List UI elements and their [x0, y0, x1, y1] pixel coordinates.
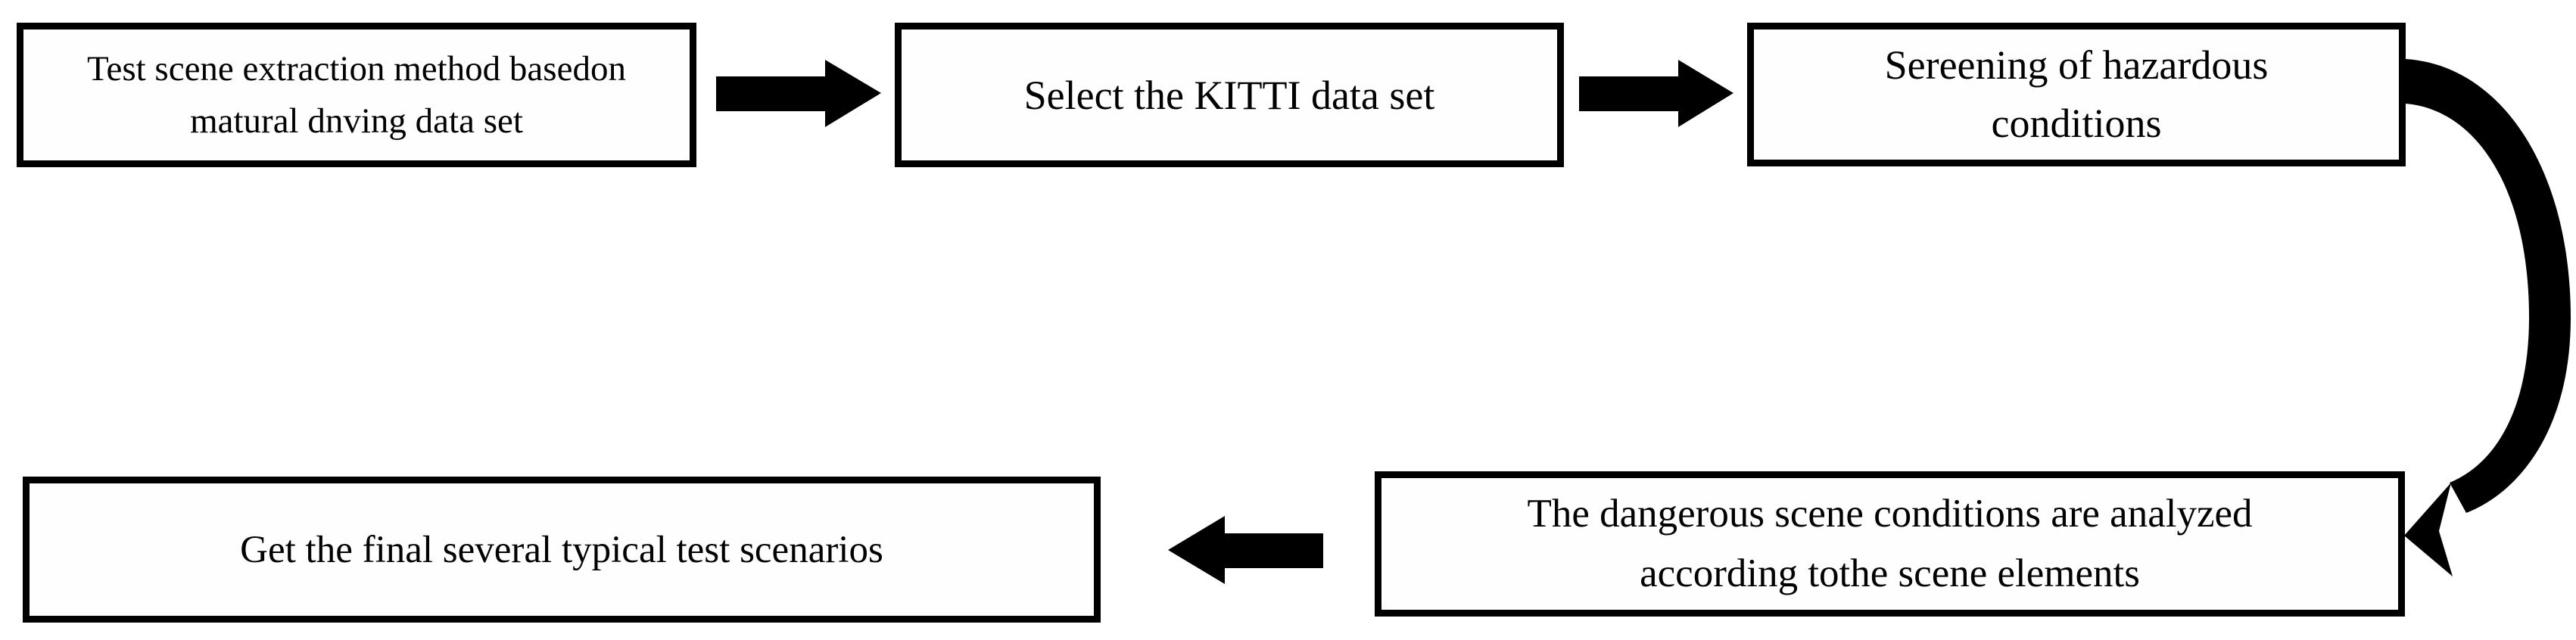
right-arrow-icon	[716, 60, 881, 127]
flow-box-text: Select the KITTI data set	[1023, 72, 1435, 118]
flow-box-select-kitti: Select the KITTI data set	[895, 23, 1564, 167]
flow-box-dangerous-scene-analysis: The dangerous scene conditions are analy…	[1375, 471, 2405, 617]
arrow-step4-to-step5	[1168, 516, 1323, 584]
flow-box-text: Sereening of hazardous	[1884, 42, 2269, 89]
flow-box-text: matural dnving data set	[190, 101, 523, 141]
curved-arrowhead-icon	[2404, 483, 2453, 576]
curved-arrow-step3-to-step4	[2404, 59, 2571, 576]
left-arrow-icon	[1168, 516, 1323, 584]
flow-box-text: Get the final several typical test scena…	[240, 528, 883, 571]
curved-connector-ribbon	[2406, 59, 2571, 513]
right-arrow-icon	[1579, 60, 1733, 127]
flow-box-screening-hazardous: Sereening of hazardous conditions	[1747, 23, 2406, 166]
flow-box-text: conditions	[1991, 101, 2162, 146]
flow-box-final-test-scenarios: Get the final several typical test scena…	[23, 477, 1101, 623]
arrow-step2-to-step3	[1579, 60, 1733, 127]
flow-box-text: according tothe scene elements	[1640, 551, 2140, 595]
flow-box-text: The dangerous scene conditions are analy…	[1527, 491, 2253, 536]
flow-box-text: Test scene extraction method basedon	[87, 49, 626, 89]
flow-box-test-scene-extraction: Test scene extraction method basedon mat…	[17, 23, 696, 167]
arrow-step1-to-step2	[716, 60, 881, 127]
